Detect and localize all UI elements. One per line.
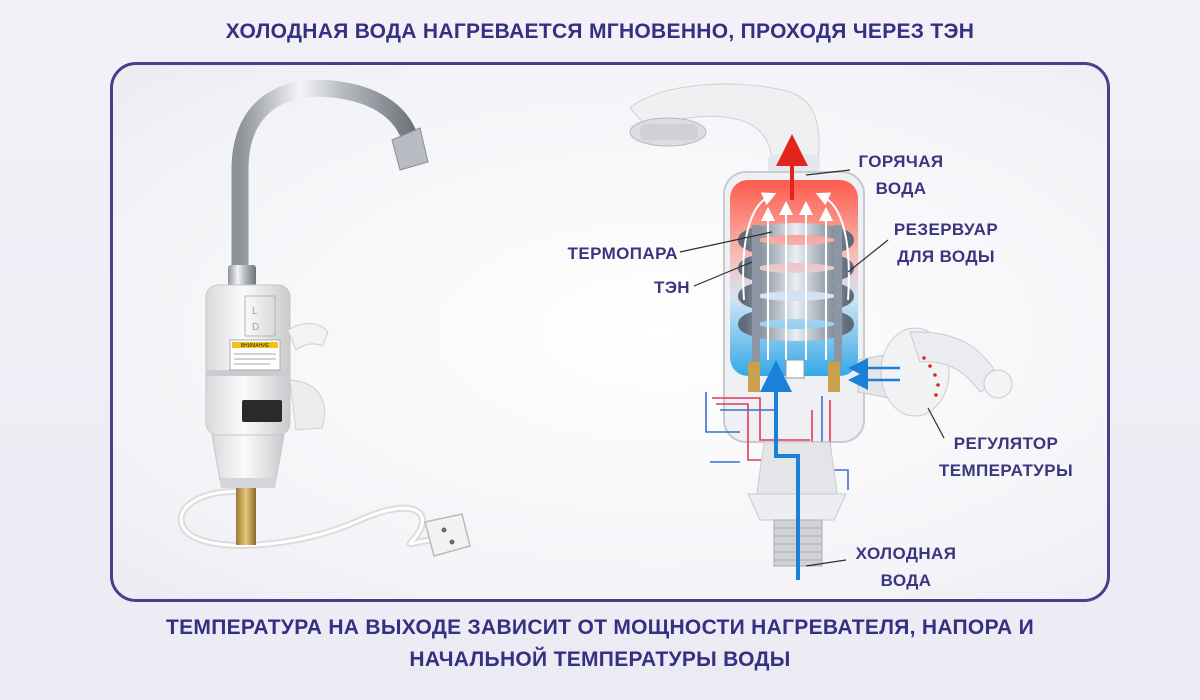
footer-caption: ТЕМПЕРАТУРА НА ВЫХОДЕ ЗАВИСИТ ОТ МОЩНОСТ… [165, 616, 1035, 671]
svg-text:D: D [252, 322, 259, 333]
label-temperature-regulator: РЕГУЛЯТОР ТЕМПЕРАТУРЫ [938, 434, 1074, 480]
label-cold-water: ХОЛОДНАЯ ВОДА [855, 544, 957, 590]
temperature-regulator-knob [857, 327, 1013, 417]
label-thermocouple: ТЕРМОПАРА [567, 244, 678, 263]
heating-element-coil [738, 223, 854, 365]
faucet-product: L D ВНИМАНИЕ [177, 79, 471, 557]
label-heater: ТЭН [654, 278, 690, 297]
label-water-tank: РЕЗЕРВУАР ДЛЯ ВОДЫ [893, 220, 999, 266]
brand-mark: L [252, 306, 258, 317]
label-hot-water: ГОРЯЧАЯ ВОДА [858, 152, 944, 198]
warning-label: ВНИМАНИЕ [241, 343, 270, 349]
temperature-display [242, 400, 282, 422]
heater-cross-section [629, 83, 1013, 580]
plug-icon [424, 513, 471, 557]
leader-lines [679, 169, 945, 567]
page-title: ХОЛОДНАЯ ВОДА НАГРЕВАЕТСЯ МГНОВЕННО, ПРО… [225, 20, 975, 43]
